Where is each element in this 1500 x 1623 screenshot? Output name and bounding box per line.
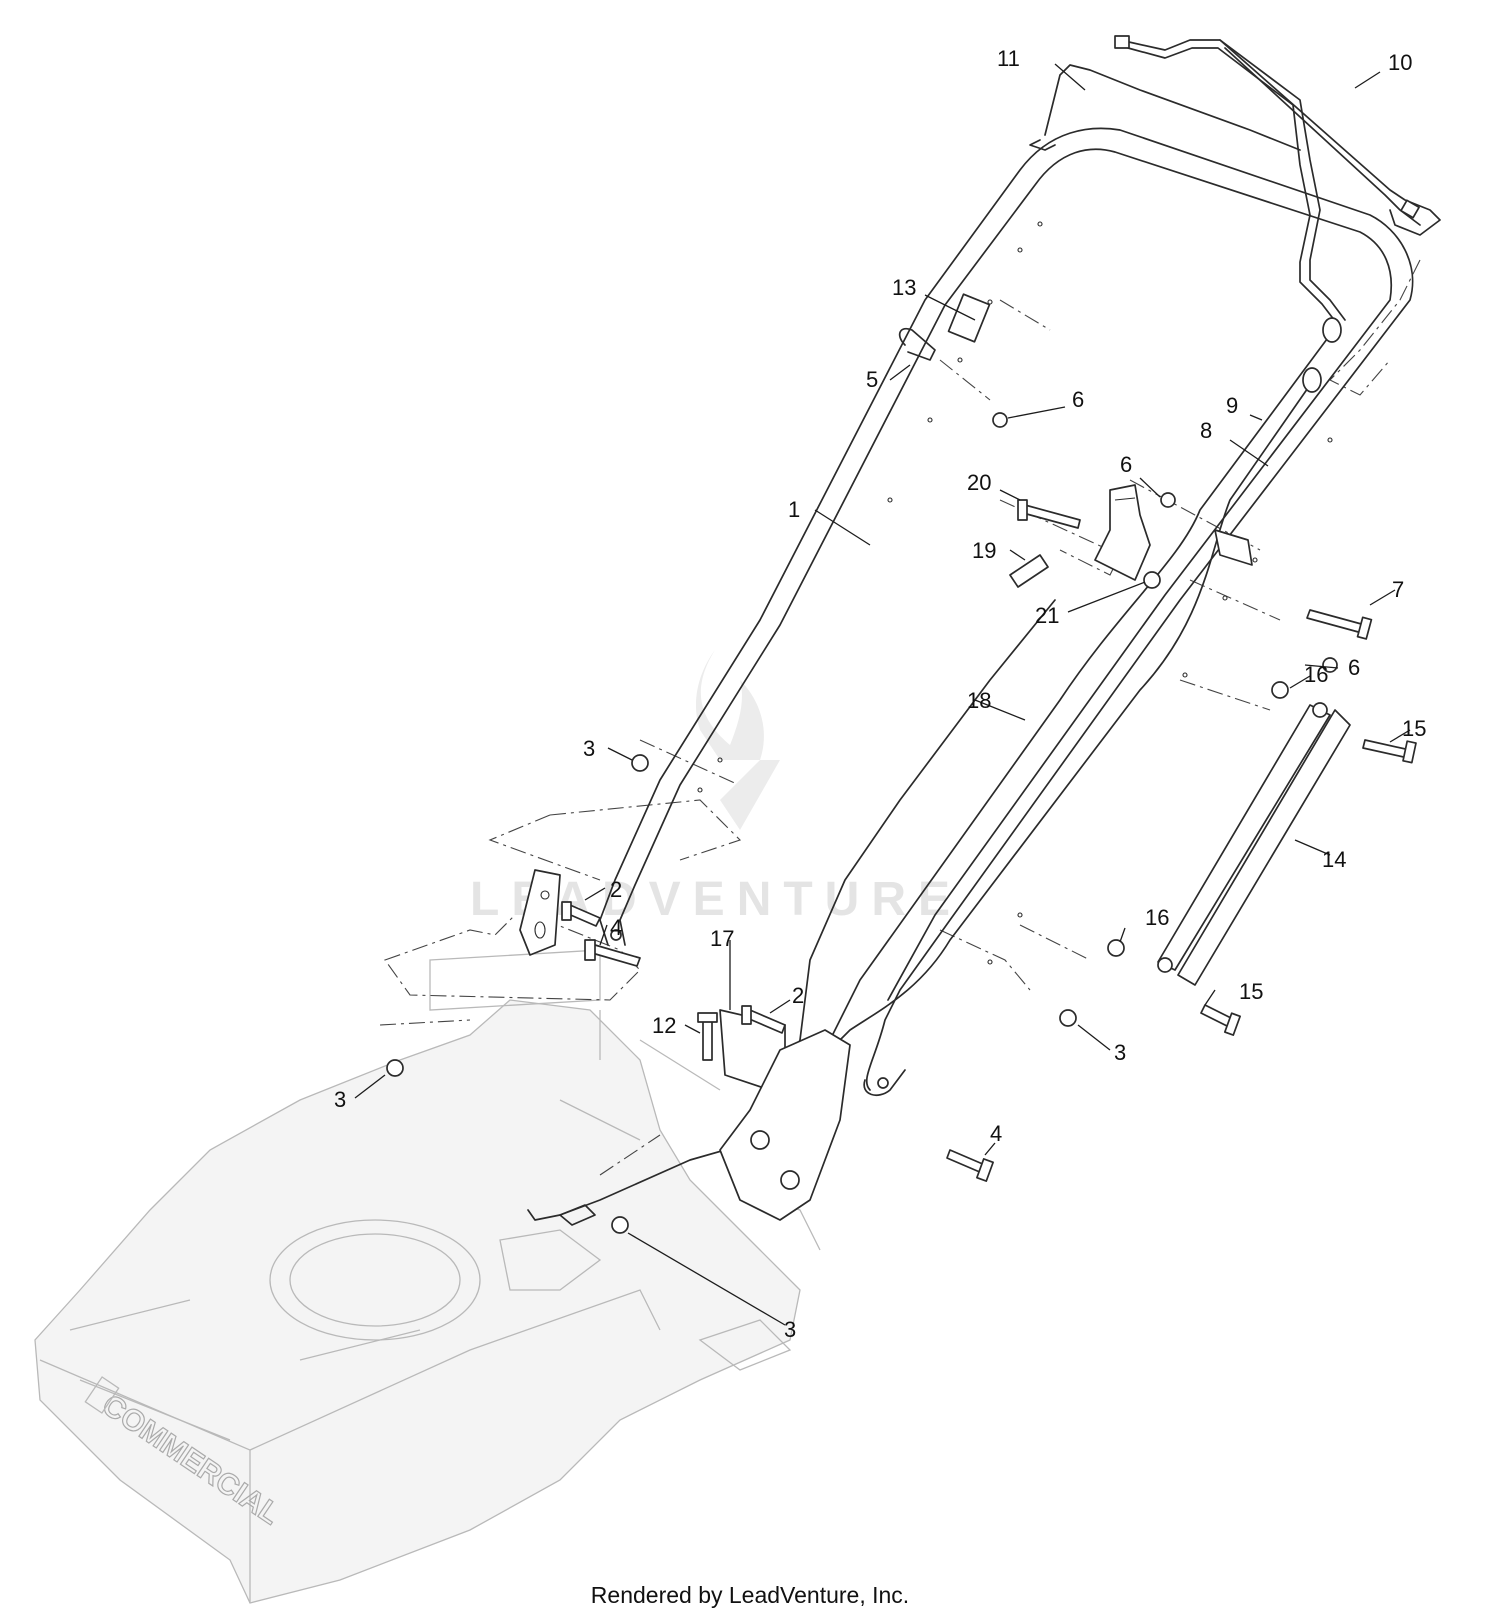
- callout-15-upper: 15: [1402, 716, 1426, 741]
- callout-labels: 1 2 2 3 3 3 3 4 4 5 6 6 6 7 8 9 10 11 12…: [334, 46, 1426, 1342]
- cable-part-18: [559, 599, 1056, 1216]
- callout-17: 17: [710, 926, 734, 951]
- callout-14: 14: [1322, 847, 1346, 872]
- hairpin-part-5: [898, 327, 936, 361]
- callout-11: 11: [997, 46, 1020, 71]
- callout-21: 21: [1035, 603, 1059, 628]
- callout-2-center: 2: [792, 983, 804, 1008]
- callout-3-right: 3: [1114, 1040, 1126, 1065]
- callout-12: 12: [652, 1013, 676, 1038]
- callout-10: 10: [1388, 50, 1412, 75]
- callout-4-left: 4: [610, 915, 622, 940]
- callout-6-upper: 6: [1072, 387, 1084, 412]
- callout-6-middle: 6: [1120, 452, 1132, 477]
- callout-15-lower: 15: [1239, 979, 1263, 1004]
- leader-lines: [354, 63, 1411, 1326]
- callout-13: 13: [892, 275, 916, 300]
- bar-part-11: [1029, 64, 1301, 151]
- bracket-part-17: [719, 1009, 851, 1221]
- callout-3-lower-left: 3: [334, 1087, 346, 1112]
- callout-4-right: 4: [990, 1121, 1002, 1146]
- callout-8: 8: [1200, 418, 1212, 443]
- callout-5: 5: [866, 367, 878, 392]
- callout-3-bottom: 3: [784, 1317, 796, 1342]
- handle-upper-part-1: [599, 127, 1414, 1097]
- bail-part-10: [1114, 35, 1441, 326]
- lower-left-bracket: [519, 869, 561, 956]
- callout-3-upper-left: 3: [583, 736, 595, 761]
- link-bars-part-14: [1157, 702, 1351, 986]
- callout-18: 18: [967, 688, 991, 713]
- callout-6-lower: 6: [1348, 655, 1360, 680]
- callout-16-lower: 16: [1145, 905, 1169, 930]
- callout-1: 1: [788, 497, 800, 522]
- callout-20: 20: [967, 470, 991, 495]
- callout-9: 9: [1226, 393, 1238, 418]
- cable-end-fitting: [527, 1204, 596, 1226]
- hardware: [386, 412, 1417, 1234]
- decal-part-13: [947, 293, 991, 343]
- callout-19: 19: [972, 538, 996, 563]
- footer-credit: Rendered by LeadVenture, Inc.: [590, 1582, 910, 1608]
- callout-16-upper: 16: [1304, 662, 1328, 687]
- cables-part-8-9: [799, 317, 1342, 1081]
- callout-2-left: 2: [610, 877, 622, 902]
- callout-7: 7: [1392, 577, 1404, 602]
